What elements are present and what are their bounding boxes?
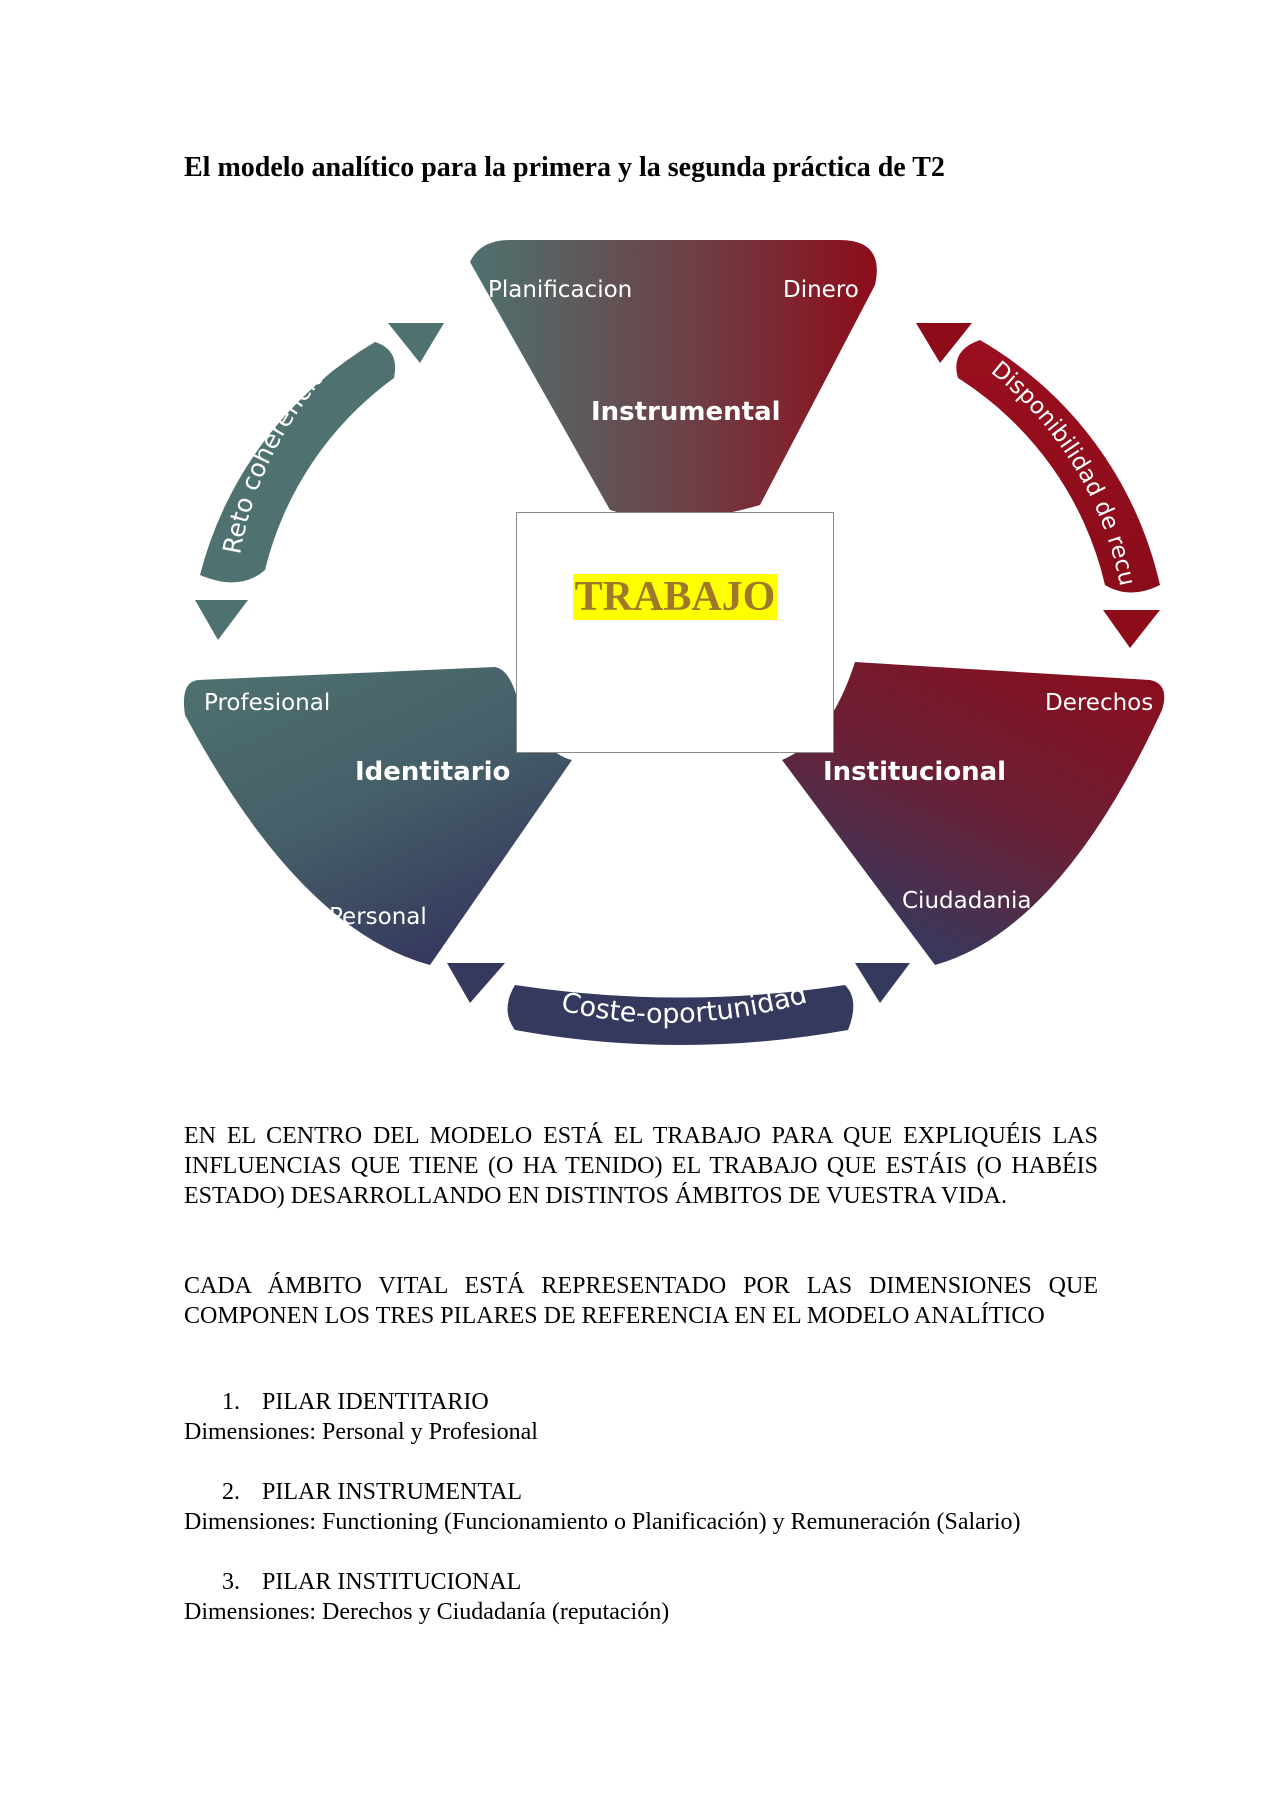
label-institucional: Institucional bbox=[823, 757, 1006, 787]
label-identitario: Identitario bbox=[355, 757, 510, 787]
page-title: El modelo analítico para la primera y la… bbox=[184, 152, 945, 183]
arc-coste-oportunidad bbox=[507, 985, 854, 1045]
list-item-number: 3. bbox=[222, 1569, 240, 1595]
arrow-triangle-icon bbox=[447, 963, 505, 1003]
list-item: 1. PILAR IDENTITARIO bbox=[222, 1387, 489, 1417]
label-profesional: Profesional bbox=[204, 690, 330, 716]
paragraph-2: CADA ÁMBITO VITAL ESTÁ REPRESENTADO POR … bbox=[184, 1273, 1098, 1329]
arrow-triangle-icon bbox=[388, 323, 444, 363]
center-label-text: TRABAJO bbox=[572, 574, 778, 620]
label-derechos: Derechos bbox=[1045, 690, 1153, 716]
label-instrumental: Instrumental bbox=[591, 397, 781, 427]
paragraph-1: EN EL CENTRO DEL MODELO ESTÁ EL TRABAJO … bbox=[184, 1123, 1098, 1209]
segment-instrumental bbox=[470, 240, 877, 519]
dimensions-text: Dimensiones: Derechos y Ciudadanía (repu… bbox=[184, 1599, 670, 1625]
center-label: TRABAJO bbox=[517, 573, 833, 621]
segment-identitario bbox=[183, 667, 573, 965]
arrow-triangle-icon bbox=[916, 323, 972, 363]
list-item: 3. PILAR INSTITUCIONAL bbox=[222, 1567, 521, 1597]
label-dinero: Dinero bbox=[783, 277, 859, 303]
arc-disponibilidad-recursos bbox=[956, 340, 1160, 593]
arrow-triangle-icon bbox=[1103, 610, 1160, 648]
label-ciudadania: Ciudadania bbox=[902, 888, 1031, 914]
arc-reto-coherencia bbox=[200, 342, 396, 583]
segment-institucional bbox=[782, 662, 1165, 965]
list-item-name: PILAR INSTRUMENTAL bbox=[262, 1479, 523, 1505]
list-item-name: PILAR IDENTITARIO bbox=[262, 1389, 489, 1415]
center-box: TRABAJO bbox=[516, 512, 834, 753]
label-personal: Personal bbox=[329, 904, 427, 930]
list-item-number: 1. bbox=[222, 1389, 240, 1415]
arrow-triangle-icon bbox=[195, 600, 248, 640]
dimensions-text: Dimensiones: Personal y Profesional bbox=[184, 1419, 538, 1445]
dimensions-text: Dimensiones: Functioning (Funcionamiento… bbox=[184, 1509, 1021, 1535]
list-item-number: 2. bbox=[222, 1479, 240, 1505]
label-planificacion: Planificacion bbox=[488, 277, 632, 303]
list-item: 2. PILAR INSTRUMENTAL bbox=[222, 1477, 522, 1507]
arrow-triangle-icon bbox=[855, 963, 910, 1003]
list-item-name: PILAR INSTITUCIONAL bbox=[262, 1569, 522, 1595]
